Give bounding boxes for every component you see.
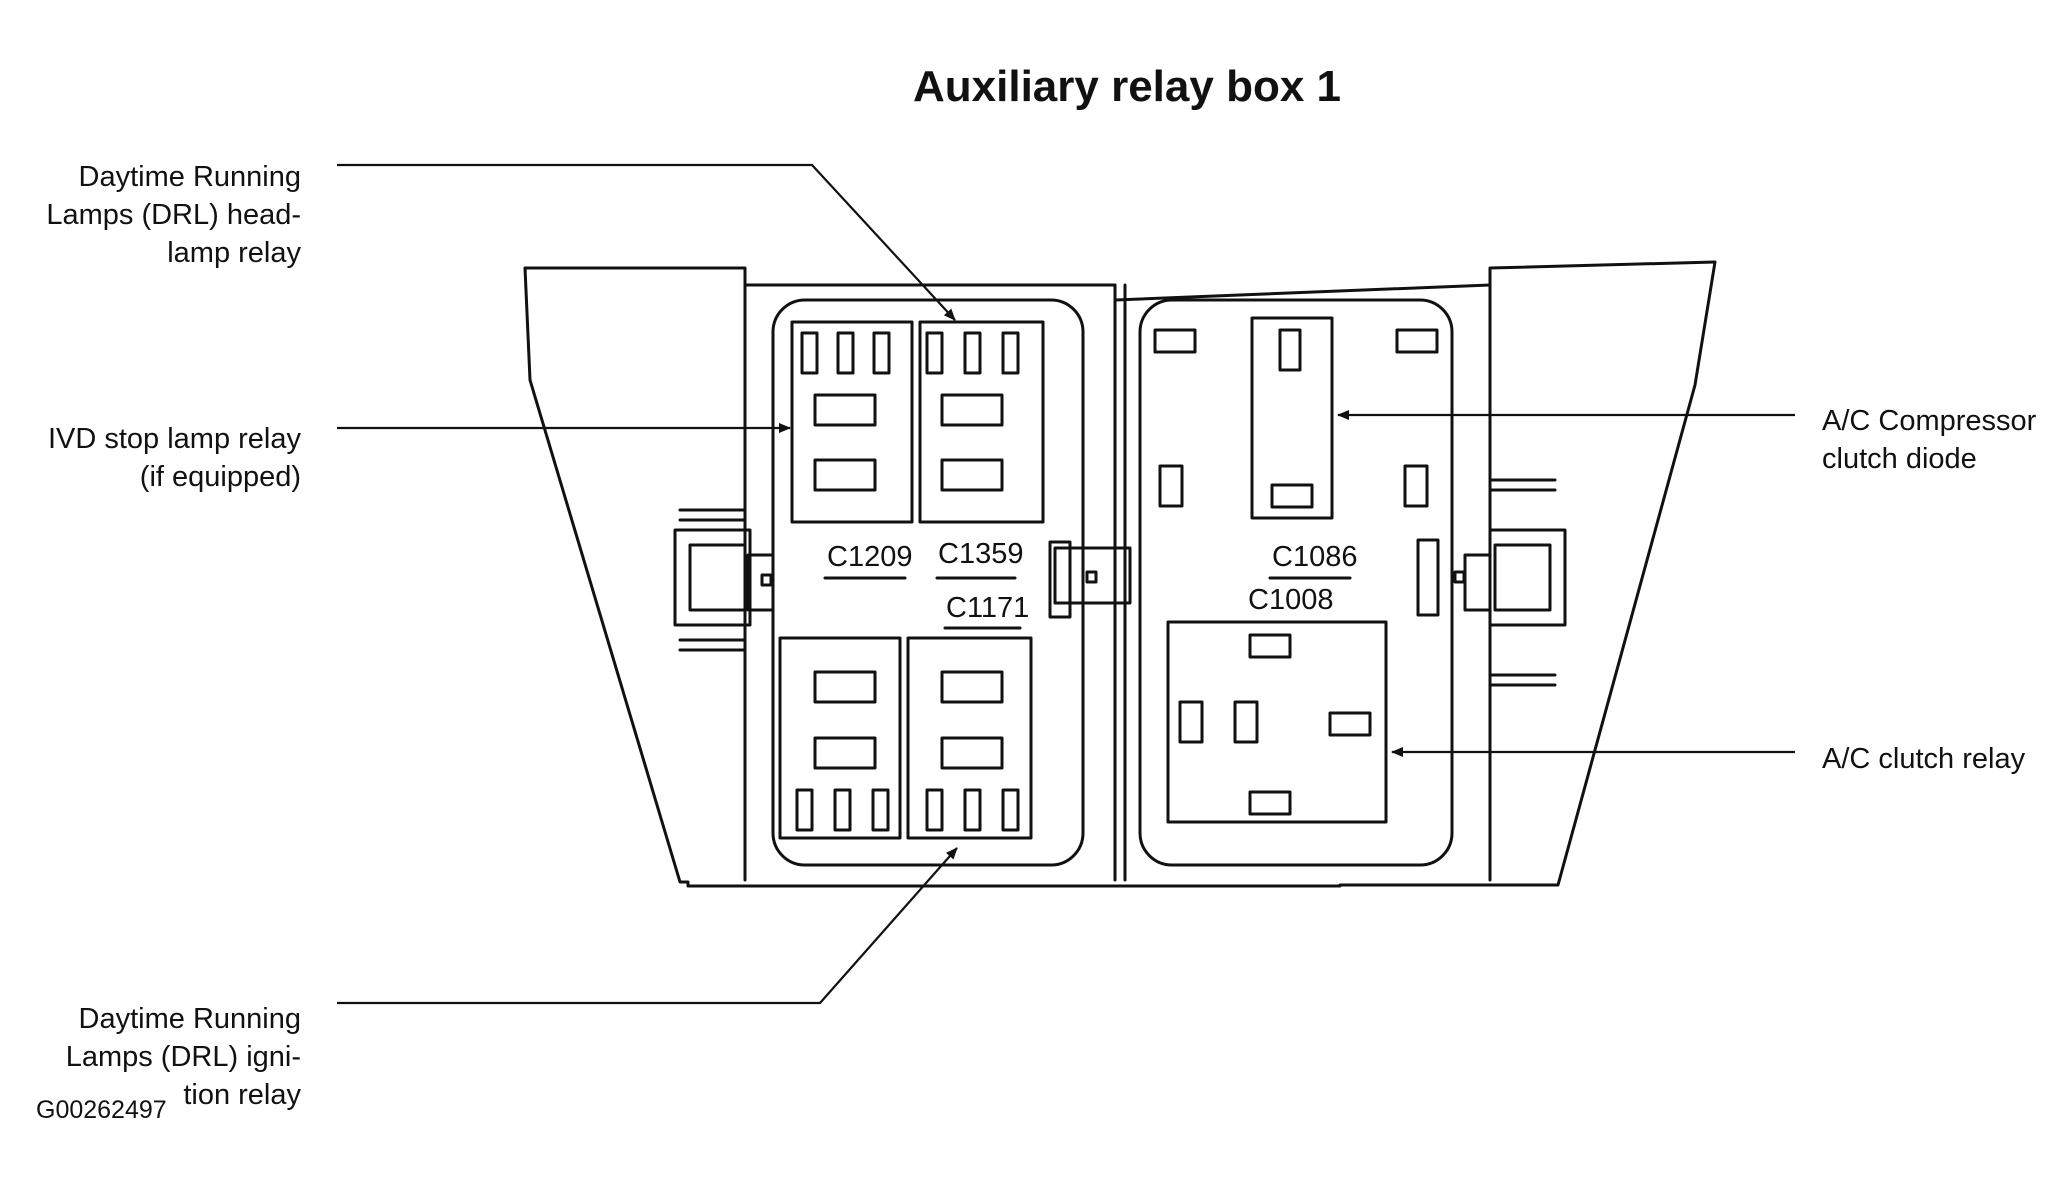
left-latch	[673, 528, 752, 627]
connector-c1359: C1359	[938, 538, 1024, 570]
label-drl-ignition-relay: Daytime Running Lamps (DRL) igni- tion r…	[65, 1003, 301, 1111]
housing-outline	[523, 260, 1717, 888]
diagram-title: Auxiliary relay box 1	[913, 62, 1341, 111]
connector-c1209: C1209	[827, 541, 913, 573]
connector-c1008: C1008	[1248, 584, 1334, 616]
label-ivd-stop-lamp-relay: IVD stop lamp relay (if equipped)	[47, 423, 301, 493]
leader-drl-ignition	[337, 847, 958, 1005]
relay-c1359	[918, 320, 1045, 524]
left-panel	[771, 298, 1085, 867]
relay-lower-left	[778, 636, 902, 840]
relay-c1171	[906, 636, 1033, 840]
center-strip	[1053, 546, 1132, 605]
diode-c1086	[1250, 316, 1334, 520]
connector-c1171: C1171	[946, 592, 1030, 624]
label-ac-compressor-clutch-diode: A/C Compressor clutch diode	[1822, 405, 2037, 475]
label-ac-clutch-relay: A/C clutch relay	[1822, 743, 2026, 775]
leader-drl-headlamp	[337, 163, 956, 321]
relay-c1209	[790, 320, 914, 524]
figure-id: G00262497	[36, 1096, 167, 1124]
label-drl-headlamp-relay: Daytime Running Lamps (DRL) head- lamp r…	[46, 161, 301, 269]
right-panel	[1138, 298, 1454, 867]
connector-c1086: C1086	[1272, 541, 1358, 573]
relay-c1008	[1166, 620, 1388, 824]
